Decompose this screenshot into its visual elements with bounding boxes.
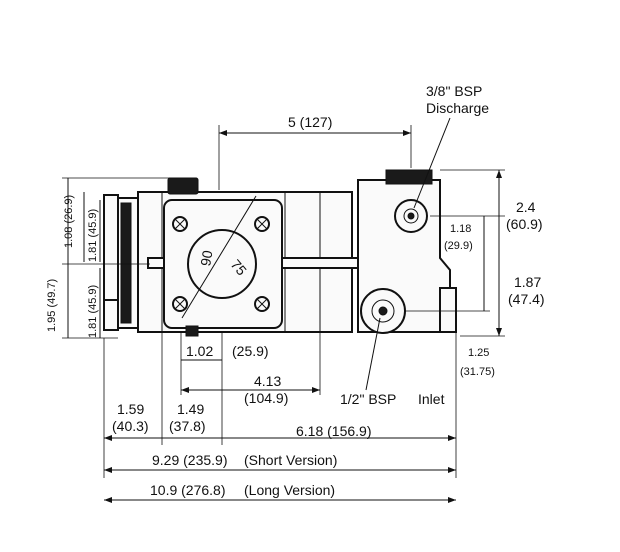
dim-top-width-label: 5 (127)	[288, 114, 332, 130]
left-lower: 1.81 (45.9)	[87, 285, 99, 338]
seg-b-mm: (37.8)	[169, 418, 206, 434]
shaft-offset: 1.02	[186, 343, 213, 359]
seg-a-mm: (40.3)	[112, 418, 149, 434]
inlet-offset-mm: (31.75)	[460, 366, 495, 378]
dim-right: 2.4 (60.9) 1.87 (47.4) 1.18 (29.9) 1.25 …	[405, 169, 545, 378]
inlet-size: 1/2" BSP	[340, 391, 396, 407]
discharge-size: 3/8" BSP	[426, 83, 482, 99]
inlet-height-in: 1.87	[514, 274, 541, 290]
right-height-mm: (60.9)	[506, 216, 543, 232]
short-total: 9.29 (235.9)	[152, 452, 228, 468]
mount-span-in: 4.13	[254, 373, 281, 389]
discharge-offset-mm: (29.9)	[444, 240, 473, 252]
discharge-offset-in: 1.18	[450, 223, 471, 235]
pump-body: 90 75	[103, 169, 457, 337]
bolt-spacing-a: 90	[197, 249, 215, 267]
inlet-callout: 1/2" BSP Inlet	[340, 317, 445, 407]
dim-top-width: 5 (127)	[218, 114, 412, 190]
short-label: (Short Version)	[244, 452, 337, 468]
shaft-offset-mm: (25.9)	[232, 343, 269, 359]
long-total: 10.9 (276.8)	[150, 482, 226, 498]
long-label: (Long Version)	[244, 482, 335, 498]
discharge-label: Discharge	[426, 100, 489, 116]
dim-left: 1.95 (49.7) 1.08 (26.9) 1.81 (45.9) 1.81…	[46, 177, 170, 339]
left-upper: 1.08 (26.9)	[63, 195, 75, 248]
seg-b-in: 1.49	[177, 401, 204, 417]
seg-a-in: 1.59	[117, 401, 144, 417]
right-height-in: 2.4	[516, 199, 536, 215]
discharge-callout: 3/8" BSP Discharge	[413, 83, 489, 209]
left-mid: 1.81 (45.9)	[87, 209, 99, 262]
mount-span-mm: (104.9)	[244, 390, 288, 406]
inlet-label: Inlet	[418, 391, 445, 407]
inlet-offset-in: 1.25	[468, 347, 489, 359]
inlet-height-mm: (47.4)	[508, 291, 545, 307]
flange-bolts	[172, 216, 270, 312]
seg-c: 6.18 (156.9)	[296, 423, 372, 439]
dim-bottom: 1.02 (25.9) 4.13 (104.9) 1.59 (40.3) 1.4…	[103, 332, 457, 503]
left-total: 1.95 (49.7)	[46, 279, 58, 332]
